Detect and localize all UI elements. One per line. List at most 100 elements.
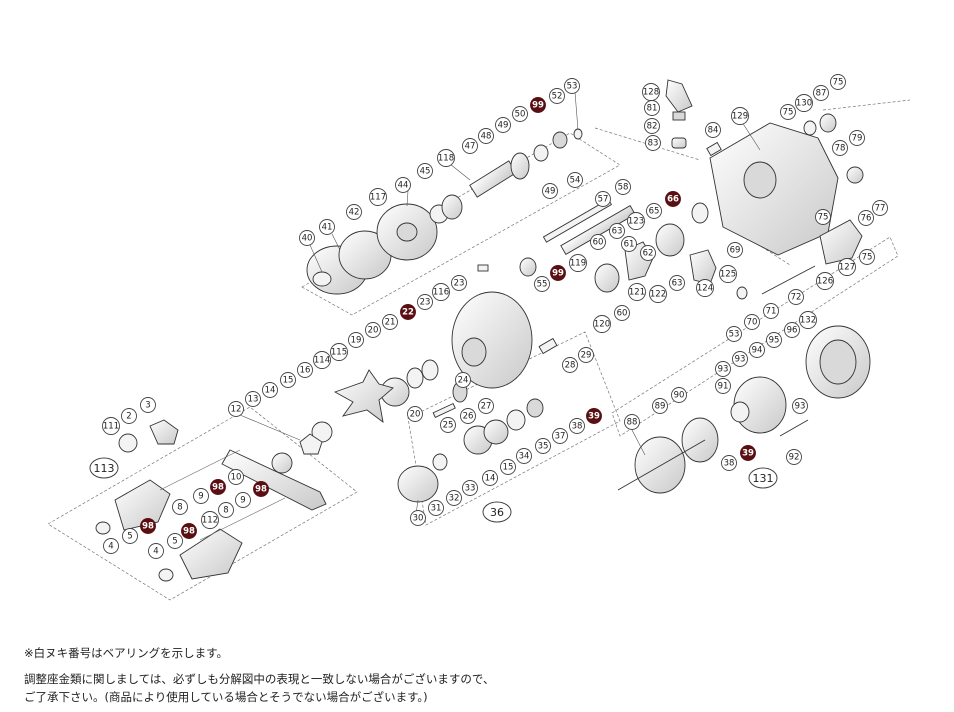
svg-text:9: 9: [240, 496, 245, 506]
svg-text:23: 23: [454, 279, 465, 289]
part-label: 122: [649, 285, 667, 303]
bearing-part-label: 98: [253, 481, 269, 497]
part-label: 132: [799, 311, 817, 329]
part-label: 72: [788, 289, 804, 305]
svg-text:13: 13: [248, 395, 259, 405]
main-gear-assembly: [306, 128, 583, 295]
svg-text:16: 16: [300, 366, 311, 376]
part-label: 9: [235, 492, 251, 508]
part-label: 10: [228, 469, 244, 485]
svg-text:27: 27: [481, 402, 492, 412]
svg-text:118: 118: [438, 154, 454, 164]
svg-text:47: 47: [465, 142, 476, 152]
svg-text:113: 113: [94, 462, 115, 475]
part-label: 49: [495, 117, 511, 133]
svg-text:129: 129: [732, 112, 748, 122]
part-label: 30: [410, 510, 426, 526]
part-label: 117: [369, 188, 387, 206]
part-label: 23: [451, 275, 467, 291]
part-spool-flange-right: [681, 417, 719, 463]
svg-text:58: 58: [618, 183, 629, 193]
svg-text:39: 39: [742, 449, 754, 459]
part-screw-23: [477, 264, 489, 272]
svg-text:126: 126: [817, 277, 833, 287]
svg-text:5: 5: [127, 532, 132, 542]
bearing-note: ※白ヌキ番号はベアリングを示します。: [24, 646, 228, 660]
svg-text:30: 30: [413, 514, 424, 524]
part-label: 12: [228, 401, 244, 417]
part-label: 21: [382, 314, 398, 330]
part-small-gear: [519, 257, 537, 277]
part-label: 34: [516, 448, 532, 464]
svg-text:44: 44: [398, 181, 409, 191]
part-label: 71: [763, 303, 779, 319]
svg-text:52: 52: [552, 92, 563, 102]
svg-text:63: 63: [612, 227, 623, 237]
assembly-group-label: 113: [89, 457, 119, 479]
part-cap-82: [672, 111, 686, 121]
svg-text:114: 114: [314, 356, 330, 366]
part-label: 115: [330, 343, 348, 361]
svg-text:39: 39: [588, 412, 600, 422]
part-stay-72: [761, 265, 816, 295]
svg-text:71: 71: [766, 307, 777, 317]
part-label: 87: [813, 85, 829, 101]
svg-text:93: 93: [735, 355, 746, 365]
part-pinion: [594, 263, 620, 293]
part-yoke: [689, 249, 717, 285]
svg-text:79: 79: [852, 134, 863, 144]
bearing-part-label: 66: [665, 191, 681, 207]
part-label: 125: [719, 265, 737, 283]
part-spool-bearing: [730, 401, 750, 423]
bearing-part-label: 98: [140, 518, 156, 534]
part-label: 88: [624, 414, 640, 430]
svg-text:4: 4: [153, 547, 158, 557]
svg-text:3: 3: [145, 401, 150, 411]
part-label: 26: [460, 408, 476, 424]
part-washer-130: [803, 120, 817, 136]
svg-text:60: 60: [617, 309, 628, 319]
svg-text:37: 37: [555, 432, 566, 442]
svg-text:122: 122: [650, 290, 666, 300]
svg-text:99: 99: [532, 101, 544, 111]
part-label: 89: [652, 398, 668, 414]
part-label: 8: [172, 499, 188, 515]
washer-note-line-2: ご了承下さい。(商品により使用している場合とそうでない場合がございます。): [24, 690, 428, 704]
svg-text:76: 76: [861, 214, 872, 224]
part-bearing-99: [552, 131, 568, 149]
part-label: 93: [732, 351, 748, 367]
svg-text:75: 75: [862, 253, 873, 263]
part-label: 4: [103, 538, 119, 554]
part-label: 25: [440, 417, 456, 433]
svg-text:87: 87: [816, 89, 827, 99]
part-label: 69: [727, 242, 743, 258]
svg-text:77: 77: [875, 204, 886, 214]
part-label: 14: [262, 382, 278, 398]
part-label: 111: [102, 417, 120, 435]
part-label: 31: [428, 500, 444, 516]
svg-text:111: 111: [103, 422, 119, 432]
part-ring: [691, 202, 709, 224]
part-level-wind-shaft: [560, 205, 636, 255]
svg-text:23: 23: [420, 298, 431, 308]
part-knob-78: [846, 166, 864, 184]
part-label: 124: [696, 279, 714, 297]
part-label: 55: [534, 276, 550, 292]
part-cast-control: [819, 219, 863, 265]
part-label: 9: [193, 488, 209, 504]
svg-text:50: 50: [515, 110, 526, 120]
part-brake-dial: [397, 465, 439, 503]
part-pin-29: [538, 337, 558, 355]
part-label: 62: [640, 245, 656, 261]
bearing-part-label: 22: [400, 304, 416, 320]
part-clutch-lever: [665, 79, 693, 113]
svg-text:121: 121: [629, 288, 645, 298]
part-label: 15: [280, 372, 296, 388]
part-label: 38: [721, 455, 737, 471]
svg-text:38: 38: [572, 422, 583, 432]
part-label: 14: [482, 470, 498, 486]
svg-text:33: 33: [465, 484, 476, 494]
part-label: 47: [462, 138, 478, 154]
